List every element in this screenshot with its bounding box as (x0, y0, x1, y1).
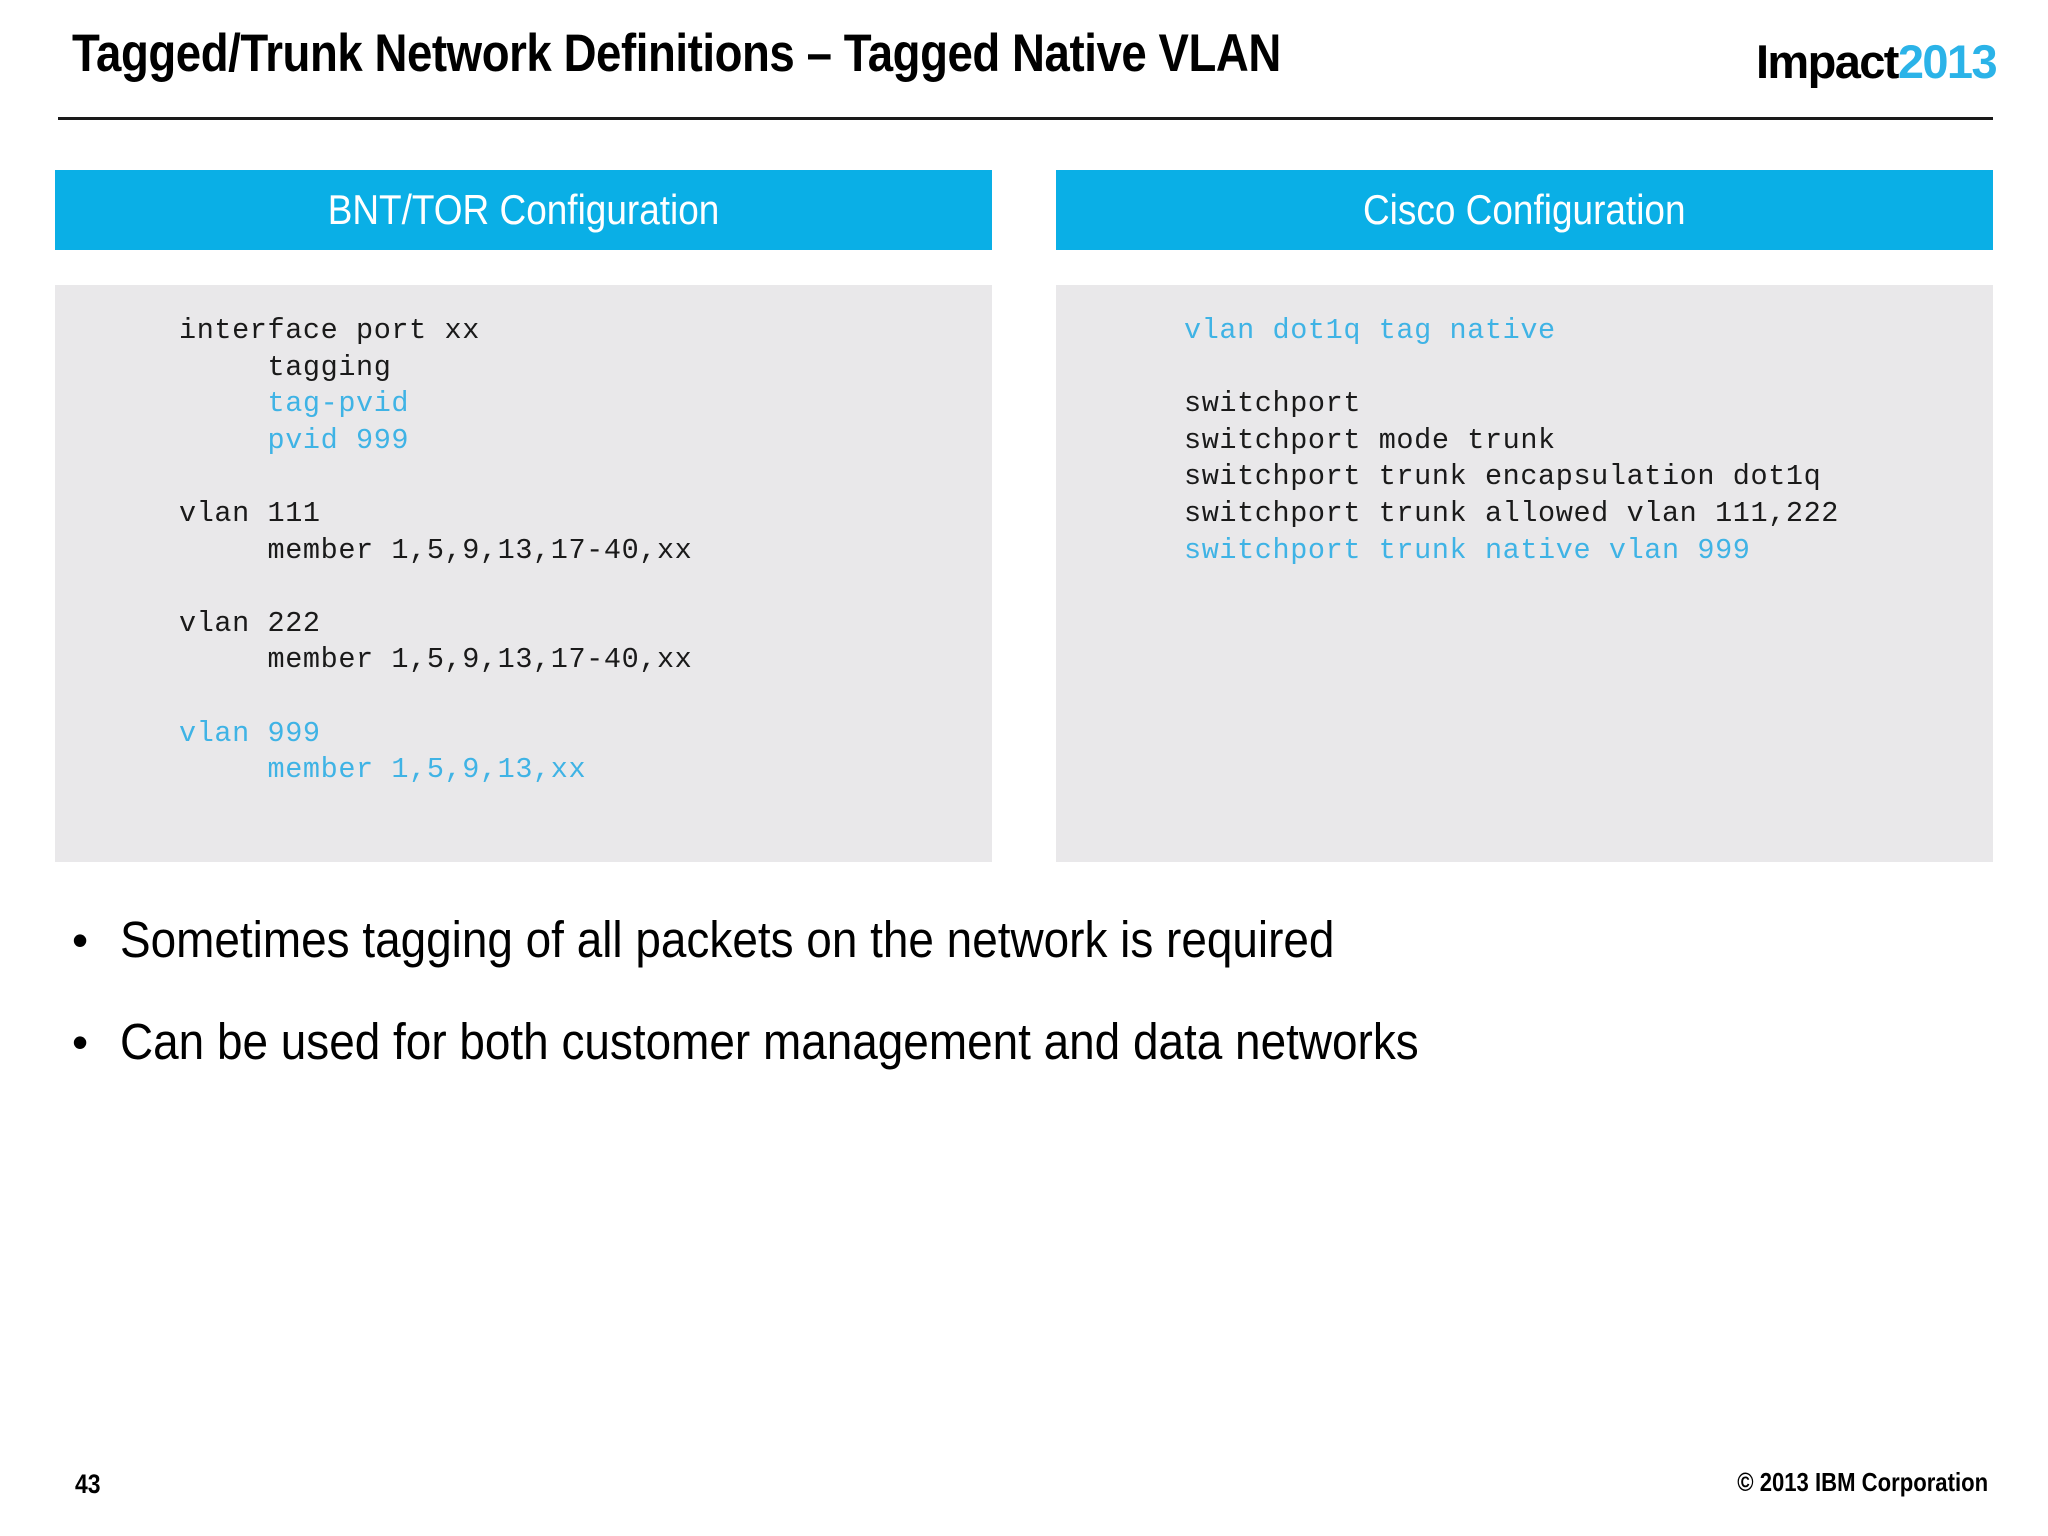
code-line: member 1,5,9,13,17-40,xx (179, 643, 693, 677)
logo-impact-text: Impact (1755, 35, 1899, 88)
cisco-code-text: vlan dot1q tag native switchport switchp… (1056, 313, 1993, 569)
code-line: tagging (179, 350, 392, 384)
cisco-panel-header-label: Cisco Configuration (1363, 186, 1686, 233)
code-line: vlan 222 (179, 606, 321, 640)
code-line: switchport trunk encapsulation dot1q (1184, 460, 1822, 494)
bullet-marker-icon: • (72, 914, 89, 966)
code-line: vlan 111 (179, 496, 321, 530)
impact-2013-logo: Impact2013 (1755, 35, 1998, 88)
bnt-tor-panel-header-label: BNT/TOR Configuration (327, 186, 720, 233)
bnt-tor-code-block: interface port xx tagging tag-pvid pvid … (55, 285, 992, 862)
bullet-list: • Sometimes tagging of all packets on th… (72, 912, 1972, 1116)
list-item: • Sometimes tagging of all packets on th… (72, 912, 1972, 968)
list-item: • Can be used for both customer manageme… (72, 1014, 1972, 1070)
bnt-tor-code-text: interface port xx tagging tag-pvid pvid … (55, 313, 992, 789)
code-line: switchport trunk allowed vlan 111,222 (1184, 496, 1840, 530)
bullet-text: Can be used for both customer management… (120, 1013, 1419, 1070)
copyright-notice: © 2013 IBM Corporation (1737, 1467, 1988, 1497)
code-line: member 1,5,9,13,17-40,xx (179, 533, 693, 567)
code-line: switchport trunk native vlan 999 (1184, 533, 1751, 567)
bullet-text: Sometimes tagging of all packets on the … (120, 911, 1335, 968)
title-divider (58, 117, 1993, 120)
bnt-tor-panel-header: BNT/TOR Configuration (55, 170, 992, 250)
code-line: vlan 999 (179, 716, 321, 750)
code-line: vlan dot1q tag native (1184, 314, 1556, 347)
bullet-marker-icon: • (72, 1016, 89, 1068)
code-line: member 1,5,9,13,xx (179, 753, 587, 787)
page-number: 43 (75, 1469, 101, 1499)
logo-year-text: 2013 (1897, 35, 1998, 88)
code-line: switchport (1184, 387, 1362, 421)
cisco-panel-header: Cisco Configuration (1056, 170, 1993, 250)
code-line: interface port xx (179, 314, 480, 347)
bnt-tor-configuration-panel: BNT/TOR Configuration interface port xx … (55, 170, 992, 862)
code-line: switchport mode trunk (1184, 423, 1556, 457)
page-title: Tagged/Trunk Network Definitions – Tagge… (72, 24, 1281, 83)
cisco-configuration-panel: Cisco Configuration vlan dot1q tag nativ… (1056, 170, 1993, 862)
code-line: tag-pvid (179, 387, 410, 421)
cisco-code-block: vlan dot1q tag native switchport switchp… (1056, 285, 1993, 862)
code-line: pvid 999 (179, 423, 410, 457)
